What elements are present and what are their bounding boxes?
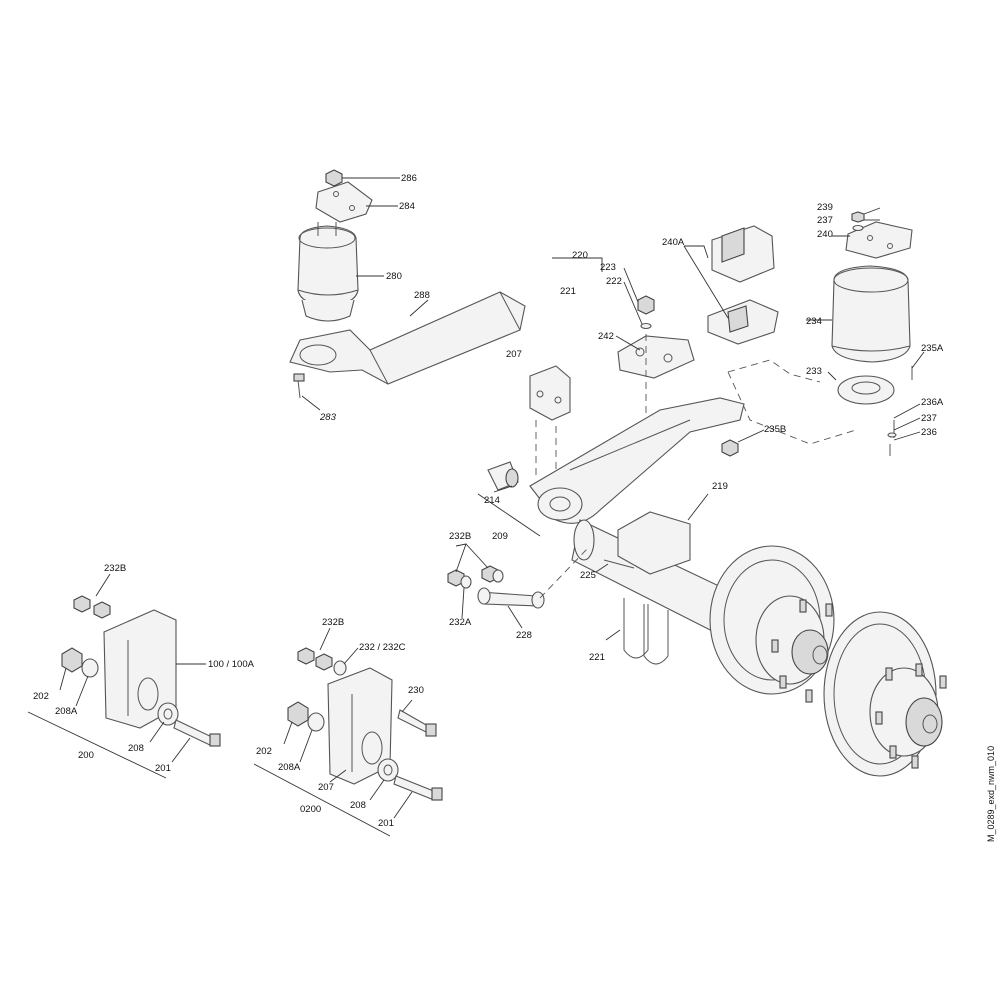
- hanger-100-group: [27, 573, 221, 779]
- callout-236: 236: [921, 427, 937, 438]
- callout-240: 240: [817, 229, 833, 240]
- mounting-brackets-group: [552, 225, 779, 440]
- callout-202-center: 202: [256, 746, 272, 757]
- callout-233: 233: [806, 366, 822, 377]
- callout-236A: 236A: [921, 397, 944, 408]
- callout-201-left: 201: [155, 763, 171, 774]
- callout-230: 230: [408, 685, 424, 696]
- right-air-spring-group: [727, 207, 925, 456]
- nut-286: [325, 169, 343, 187]
- callout-232B-mid: 232B: [449, 531, 471, 542]
- callout-280: 280: [386, 271, 402, 282]
- callout-223: 223: [600, 262, 616, 273]
- callout-234: 234: [806, 316, 822, 327]
- axle-seat-219: [617, 511, 691, 575]
- top-plate-284: [315, 181, 373, 223]
- callout-208-left: 208: [128, 743, 144, 754]
- left-air-spring-group: [289, 169, 526, 411]
- callout-232A: 232A: [449, 617, 472, 628]
- callout-242: 242: [598, 331, 614, 342]
- callout-221-bot: 221: [589, 652, 605, 663]
- callout-228: 228: [516, 630, 532, 641]
- callout-200: 200: [78, 750, 94, 761]
- callout-214: 214: [484, 495, 500, 506]
- callout-222: 222: [606, 276, 622, 287]
- callout-220: 220: [572, 250, 588, 261]
- spring-arm: [529, 397, 745, 524]
- callout-219: 219: [712, 481, 728, 492]
- callout-240A: 240A: [662, 237, 685, 248]
- callout-232-232C: 232 / 232C: [359, 642, 406, 653]
- hanger-207-group: [253, 627, 443, 837]
- callout-221-top: 221: [560, 286, 576, 297]
- callout-208A-left: 208A: [55, 706, 78, 717]
- air-spring-bellows-234: [831, 265, 911, 363]
- callout-207-center: 207: [318, 782, 334, 793]
- callout-232B-left: 232B: [104, 563, 126, 574]
- callout-286: 286: [401, 173, 417, 184]
- callout-235A: 235A: [921, 343, 944, 354]
- callout-100-100A: 100 / 100A: [208, 659, 255, 670]
- wheel-studs-outer: [875, 663, 947, 769]
- bush-214: [487, 461, 519, 491]
- top-plate-240: [845, 221, 913, 259]
- callout-239: 239: [817, 202, 833, 213]
- callout-labels: 286 284 280 288 283 220 223 222 221 240A…: [33, 173, 944, 829]
- callout-225: 225: [580, 570, 596, 581]
- bolt-283: [293, 373, 305, 399]
- callout-209: 209: [492, 531, 508, 542]
- callout-283: 283: [319, 412, 337, 423]
- shock-absorber-group: [447, 543, 635, 629]
- air-spring-bellows-280: [297, 225, 359, 307]
- u-bolt-221: [623, 598, 649, 659]
- callout-232B-center: 232B: [322, 617, 344, 628]
- callout-237-top: 237: [817, 215, 833, 226]
- drawing-id: M_0289_exd_nwm_010: [986, 746, 996, 842]
- hanger-bracket-207: [529, 365, 571, 421]
- callout-201-center: 201: [378, 818, 394, 829]
- axle-group: [571, 493, 947, 777]
- callout-208A-center: 208A: [278, 762, 301, 773]
- bolt-225: [603, 559, 635, 569]
- callout-202-left: 202: [33, 691, 49, 702]
- callout-288: 288: [414, 290, 430, 301]
- callout-0200: 0200: [300, 804, 321, 815]
- spring-arm-group: [477, 365, 765, 537]
- plate-242: [617, 335, 695, 379]
- callout-208-center: 208: [350, 800, 366, 811]
- callout-237-bot: 237: [921, 413, 937, 424]
- base-plate-233: [837, 375, 895, 405]
- callout-207-main: 207: [506, 349, 522, 360]
- callout-235B: 235B: [764, 424, 786, 435]
- callout-284: 284: [399, 201, 415, 212]
